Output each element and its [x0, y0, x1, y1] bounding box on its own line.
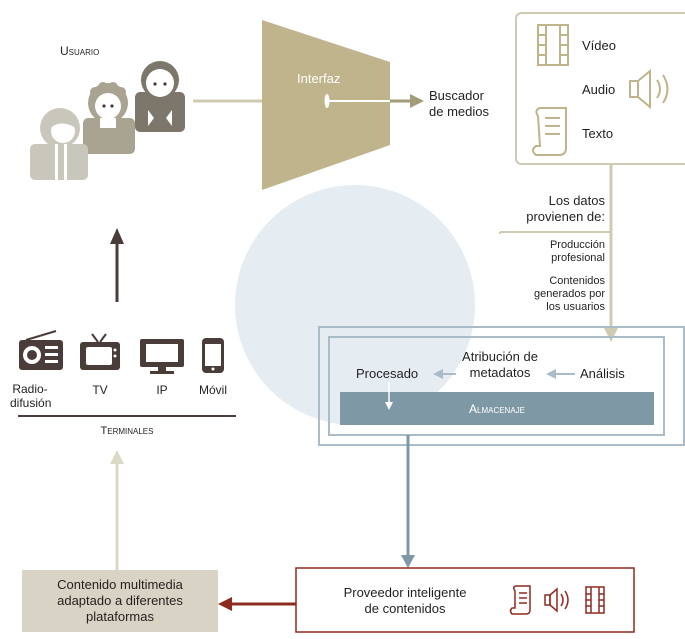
attribution-label-line2: metadatos	[469, 365, 531, 380]
terminal-label: TV	[92, 383, 108, 397]
users-icon	[30, 61, 185, 180]
monitor-icon	[140, 339, 184, 374]
terminal-label: difusión	[10, 396, 52, 410]
interface-label: Interfaz	[297, 71, 341, 86]
attribution-label-line1: Atribución de	[462, 349, 538, 364]
speaker-icon	[629, 68, 669, 110]
data-source-item: Contenidos	[549, 275, 605, 287]
mobile-icon	[202, 338, 224, 373]
arrow-up-icon	[110, 228, 124, 244]
film-icon	[537, 24, 569, 66]
provider-film-icon	[585, 586, 605, 614]
data-source-item: generados por	[534, 288, 605, 300]
storage-label: Almacenaje	[468, 402, 525, 416]
media-video-label: Vídeo	[582, 38, 616, 53]
provider-speaker-icon	[544, 587, 569, 613]
media-box	[515, 12, 685, 165]
data-sources-heading-line1: Los datos	[548, 193, 605, 208]
radio-icon	[19, 330, 63, 370]
terminals-title: Terminales	[100, 425, 154, 437]
terminal-label: IP	[156, 383, 168, 397]
tv-icon	[80, 333, 120, 370]
data-source-item: profesional	[551, 252, 605, 264]
provider-box	[295, 567, 635, 633]
search-label-line1: Buscador	[429, 88, 484, 103]
analysis-label: Análisis	[580, 366, 625, 381]
arrow-right-icon	[410, 94, 424, 108]
scroll-icon	[532, 107, 567, 156]
user-label: Usuario	[60, 44, 100, 58]
processed-label: Procesado	[356, 366, 419, 381]
media-audio-label: Audio	[582, 82, 616, 97]
data-source-item: los usuarios	[546, 301, 605, 313]
search-label-line2: de medios	[429, 104, 489, 119]
data-source-item: Producción	[549, 239, 605, 251]
adapted-content-box	[22, 570, 218, 632]
data-sources-heading-line2: provienen de:	[526, 209, 605, 224]
processing-inner-box	[328, 336, 665, 436]
media-text-label: Texto	[582, 126, 614, 141]
processing-outer-box	[318, 326, 685, 446]
adapted-content-line3: plataformas	[86, 609, 154, 624]
adapted-content-line1: Contenido multimedia	[57, 577, 183, 592]
terminal-label: Móvil	[198, 383, 227, 397]
provider-label-line2: de contenidos	[364, 601, 446, 616]
terminal-label: Radio-	[12, 382, 48, 396]
provider-label-line1: Proveedor inteligente	[343, 585, 467, 600]
background-circle	[235, 185, 475, 425]
storage-bar	[340, 392, 654, 425]
provider-scroll-icon	[509, 585, 531, 615]
adapted-content-line2: adaptado a diferentes	[57, 593, 183, 608]
